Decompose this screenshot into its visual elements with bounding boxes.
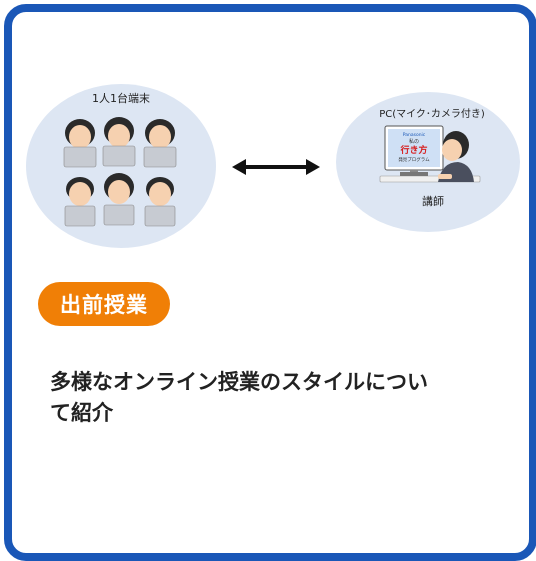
- monitor: Panasonic 私の 行き方 発見プログラム: [384, 125, 444, 176]
- screen-title: 行き方: [399, 144, 427, 156]
- pc-label: PC(マイク･カメラ付き): [379, 107, 485, 120]
- student-6: [144, 177, 176, 227]
- student-3: [143, 119, 177, 168]
- student-1: [63, 119, 97, 168]
- student-2: [102, 117, 136, 167]
- screen-sub: 発見プログラム: [398, 156, 430, 163]
- description-line-1: 多様なオンライン授業のスタイルについ: [50, 370, 428, 394]
- category-badge: 出前授業: [38, 282, 170, 326]
- screen-brand: Panasonic: [403, 132, 426, 138]
- screen-small: 私の: [409, 138, 419, 145]
- description-line-2: て紹介: [50, 401, 113, 425]
- lecturer-label: 講師: [422, 194, 444, 208]
- lecturer: [438, 131, 474, 182]
- description[interactable]: 多様なオンライン授業のスタイルについ て紹介: [50, 367, 490, 429]
- student-4: [64, 177, 96, 227]
- illustration: 1人1台端末: [26, 84, 520, 248]
- double-arrow-icon: [232, 159, 320, 175]
- students-label: 1人1台端末: [92, 91, 150, 105]
- student-5: [103, 173, 135, 226]
